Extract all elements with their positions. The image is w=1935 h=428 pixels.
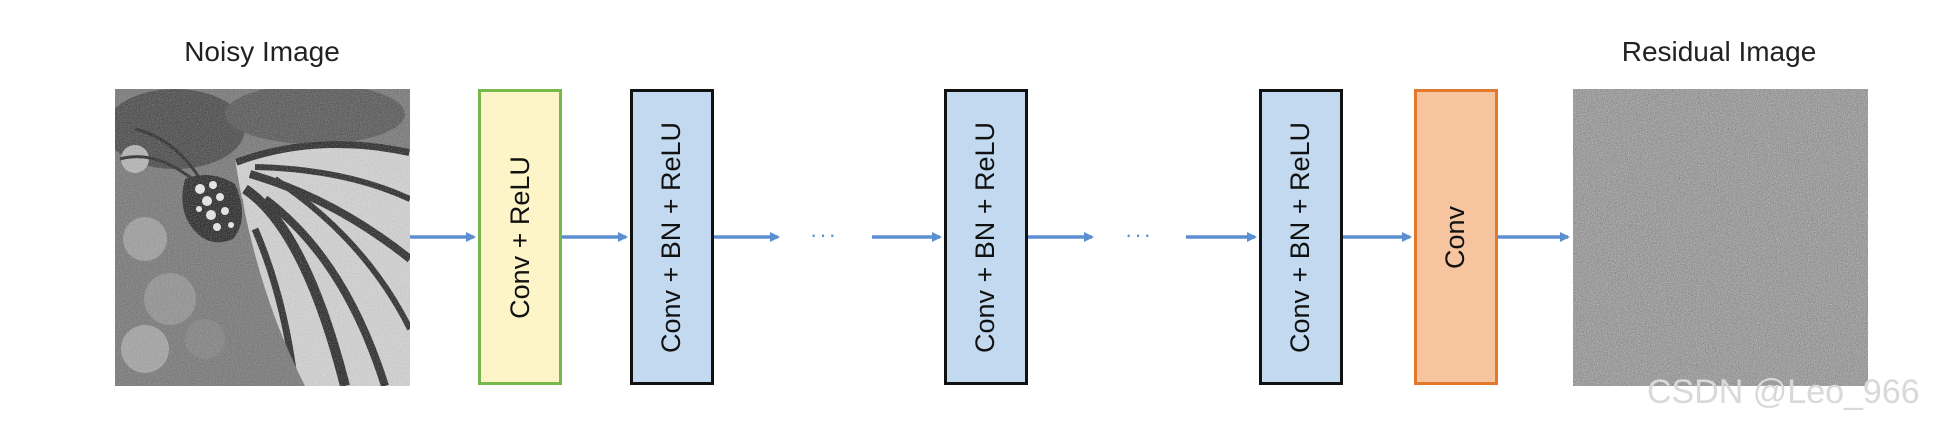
watermark: CSDN @Leo_966: [1647, 373, 1920, 412]
ellipsis-1: ···: [810, 222, 838, 248]
ellipsis-2: ···: [1125, 222, 1153, 248]
